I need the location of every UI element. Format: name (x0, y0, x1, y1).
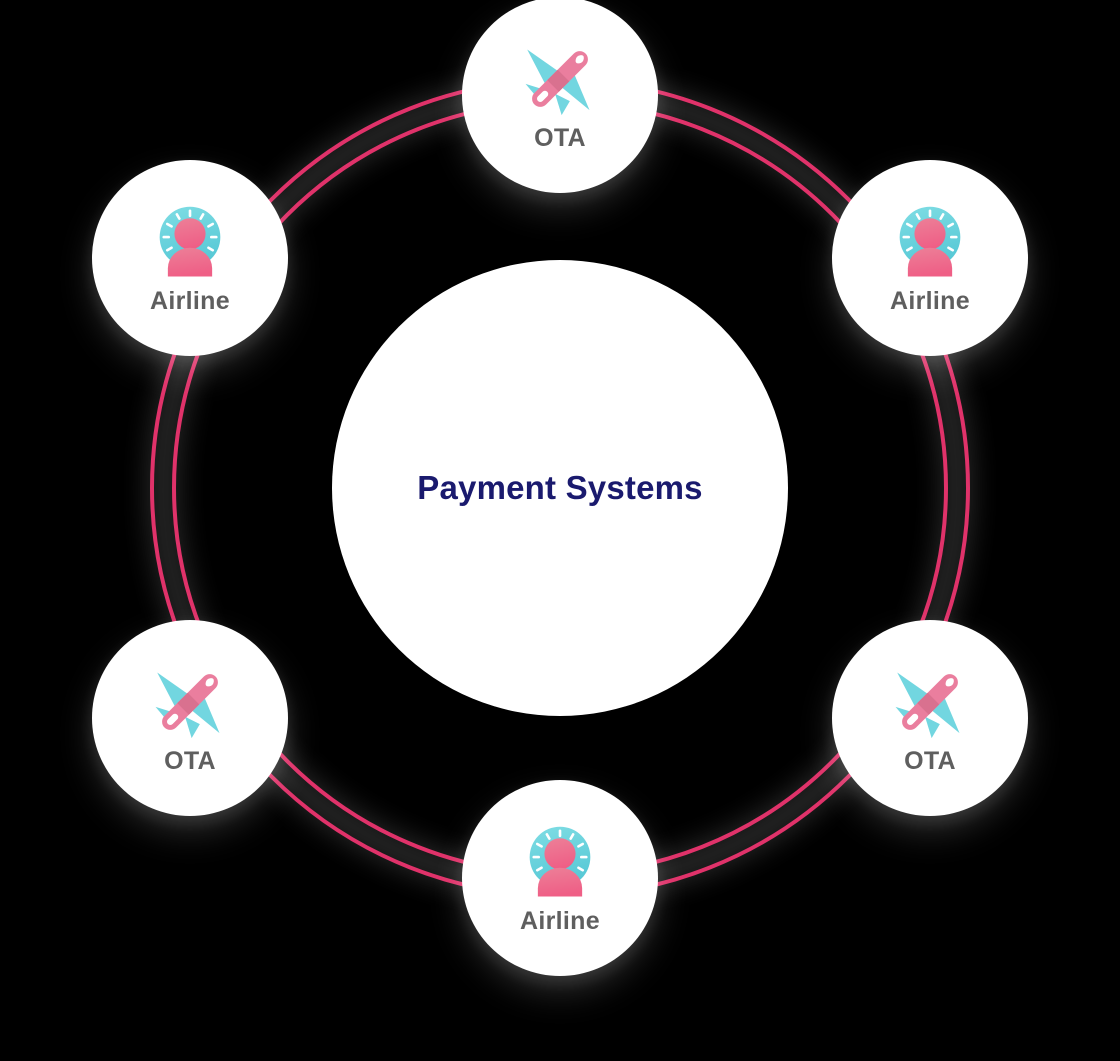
network-node-ota-bottom-right[interactable]: OTA (832, 620, 1028, 816)
payment-systems-hub[interactable]: Payment Systems (332, 260, 788, 716)
person-icon (519, 821, 601, 903)
network-node-airline-bottom[interactable]: Airline (462, 780, 658, 976)
node-label: OTA (534, 123, 586, 152)
person-icon (149, 201, 231, 283)
node-label: OTA (164, 746, 216, 775)
network-node-airline-right[interactable]: Airline (832, 160, 1028, 356)
airplane-icon (525, 48, 590, 115)
person-icon (159, 206, 221, 276)
node-label: Airline (890, 286, 970, 315)
airplane-icon (889, 661, 971, 743)
node-label: Airline (520, 906, 600, 935)
person-icon (899, 206, 961, 276)
network-node-ota-bottom-left[interactable]: OTA (92, 620, 288, 816)
node-label: OTA (904, 746, 956, 775)
node-label: Airline (150, 286, 230, 315)
airplane-icon (895, 671, 960, 738)
airplane-icon (149, 661, 231, 743)
airplane-icon (519, 38, 601, 120)
network-node-airline-left[interactable]: Airline (92, 160, 288, 356)
network-node-ota-top[interactable]: OTA (462, 0, 658, 193)
person-icon (889, 201, 971, 283)
airplane-icon (155, 671, 220, 738)
hub-label: Payment Systems (417, 469, 703, 506)
person-icon (529, 826, 591, 896)
